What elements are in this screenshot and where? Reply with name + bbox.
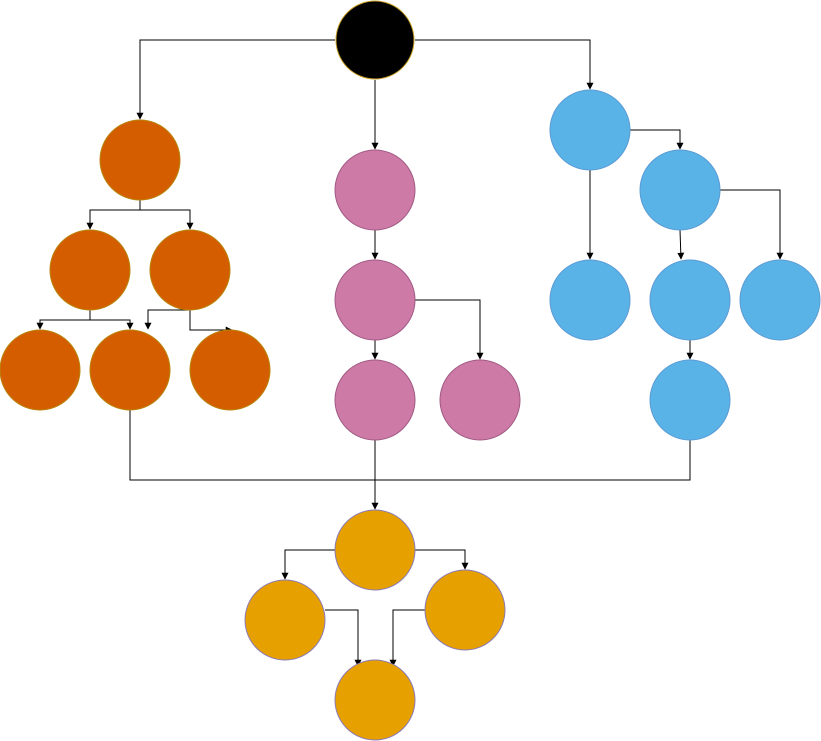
edge-root-to-orange (136, 39, 335, 120)
edge-pink-2-to-4 (415, 299, 484, 360)
pink-node-4 (439, 359, 521, 441)
edge-merge-right (375, 440, 691, 481)
edges (36, 39, 784, 667)
blue-node-6 (649, 359, 731, 441)
orange-node-2 (49, 229, 131, 311)
blue-node-2 (639, 149, 721, 231)
edge-orange-right-to-right (189, 310, 233, 334)
blue-node-4 (649, 259, 731, 341)
edge-blue-1-to-2 (630, 129, 684, 150)
edge-orange-split (86, 200, 141, 230)
edge-orange-split-right (140, 209, 194, 230)
orange-node-3 (149, 229, 231, 311)
edge-orange-right-to-mid (144, 309, 190, 330)
pink-node-1 (334, 149, 416, 231)
edge-blue-2-to-4 (677, 229, 685, 260)
blue-node-5 (739, 259, 821, 341)
root-node (335, 0, 415, 80)
edge-gold-1-to-3 (415, 549, 469, 570)
orange-node-4 (0, 329, 81, 411)
edge-merge-left (129, 410, 375, 481)
pink-node-3 (334, 359, 416, 441)
edge-gold-3-to-4 (389, 609, 425, 667)
orange-node-1 (99, 119, 181, 201)
gold-node-2 (244, 579, 326, 661)
blue-node-3 (549, 259, 631, 341)
orange-node-6 (189, 329, 271, 411)
orange-node-5 (89, 329, 171, 411)
gold-node-4 (334, 659, 416, 741)
edge-gold-2-to-4 (325, 609, 362, 667)
edge-gold-1-to-2 (281, 549, 335, 580)
edge-root-to-blue (415, 39, 594, 90)
edge-orange-left-children (36, 310, 91, 330)
blue-node-1 (549, 89, 631, 171)
pink-node-2 (334, 259, 416, 341)
edge-blue-2-to-5 (720, 189, 784, 260)
edge-orange-left-to-mid (90, 319, 134, 330)
gold-node-1 (334, 509, 416, 591)
gold-node-3 (424, 569, 506, 651)
